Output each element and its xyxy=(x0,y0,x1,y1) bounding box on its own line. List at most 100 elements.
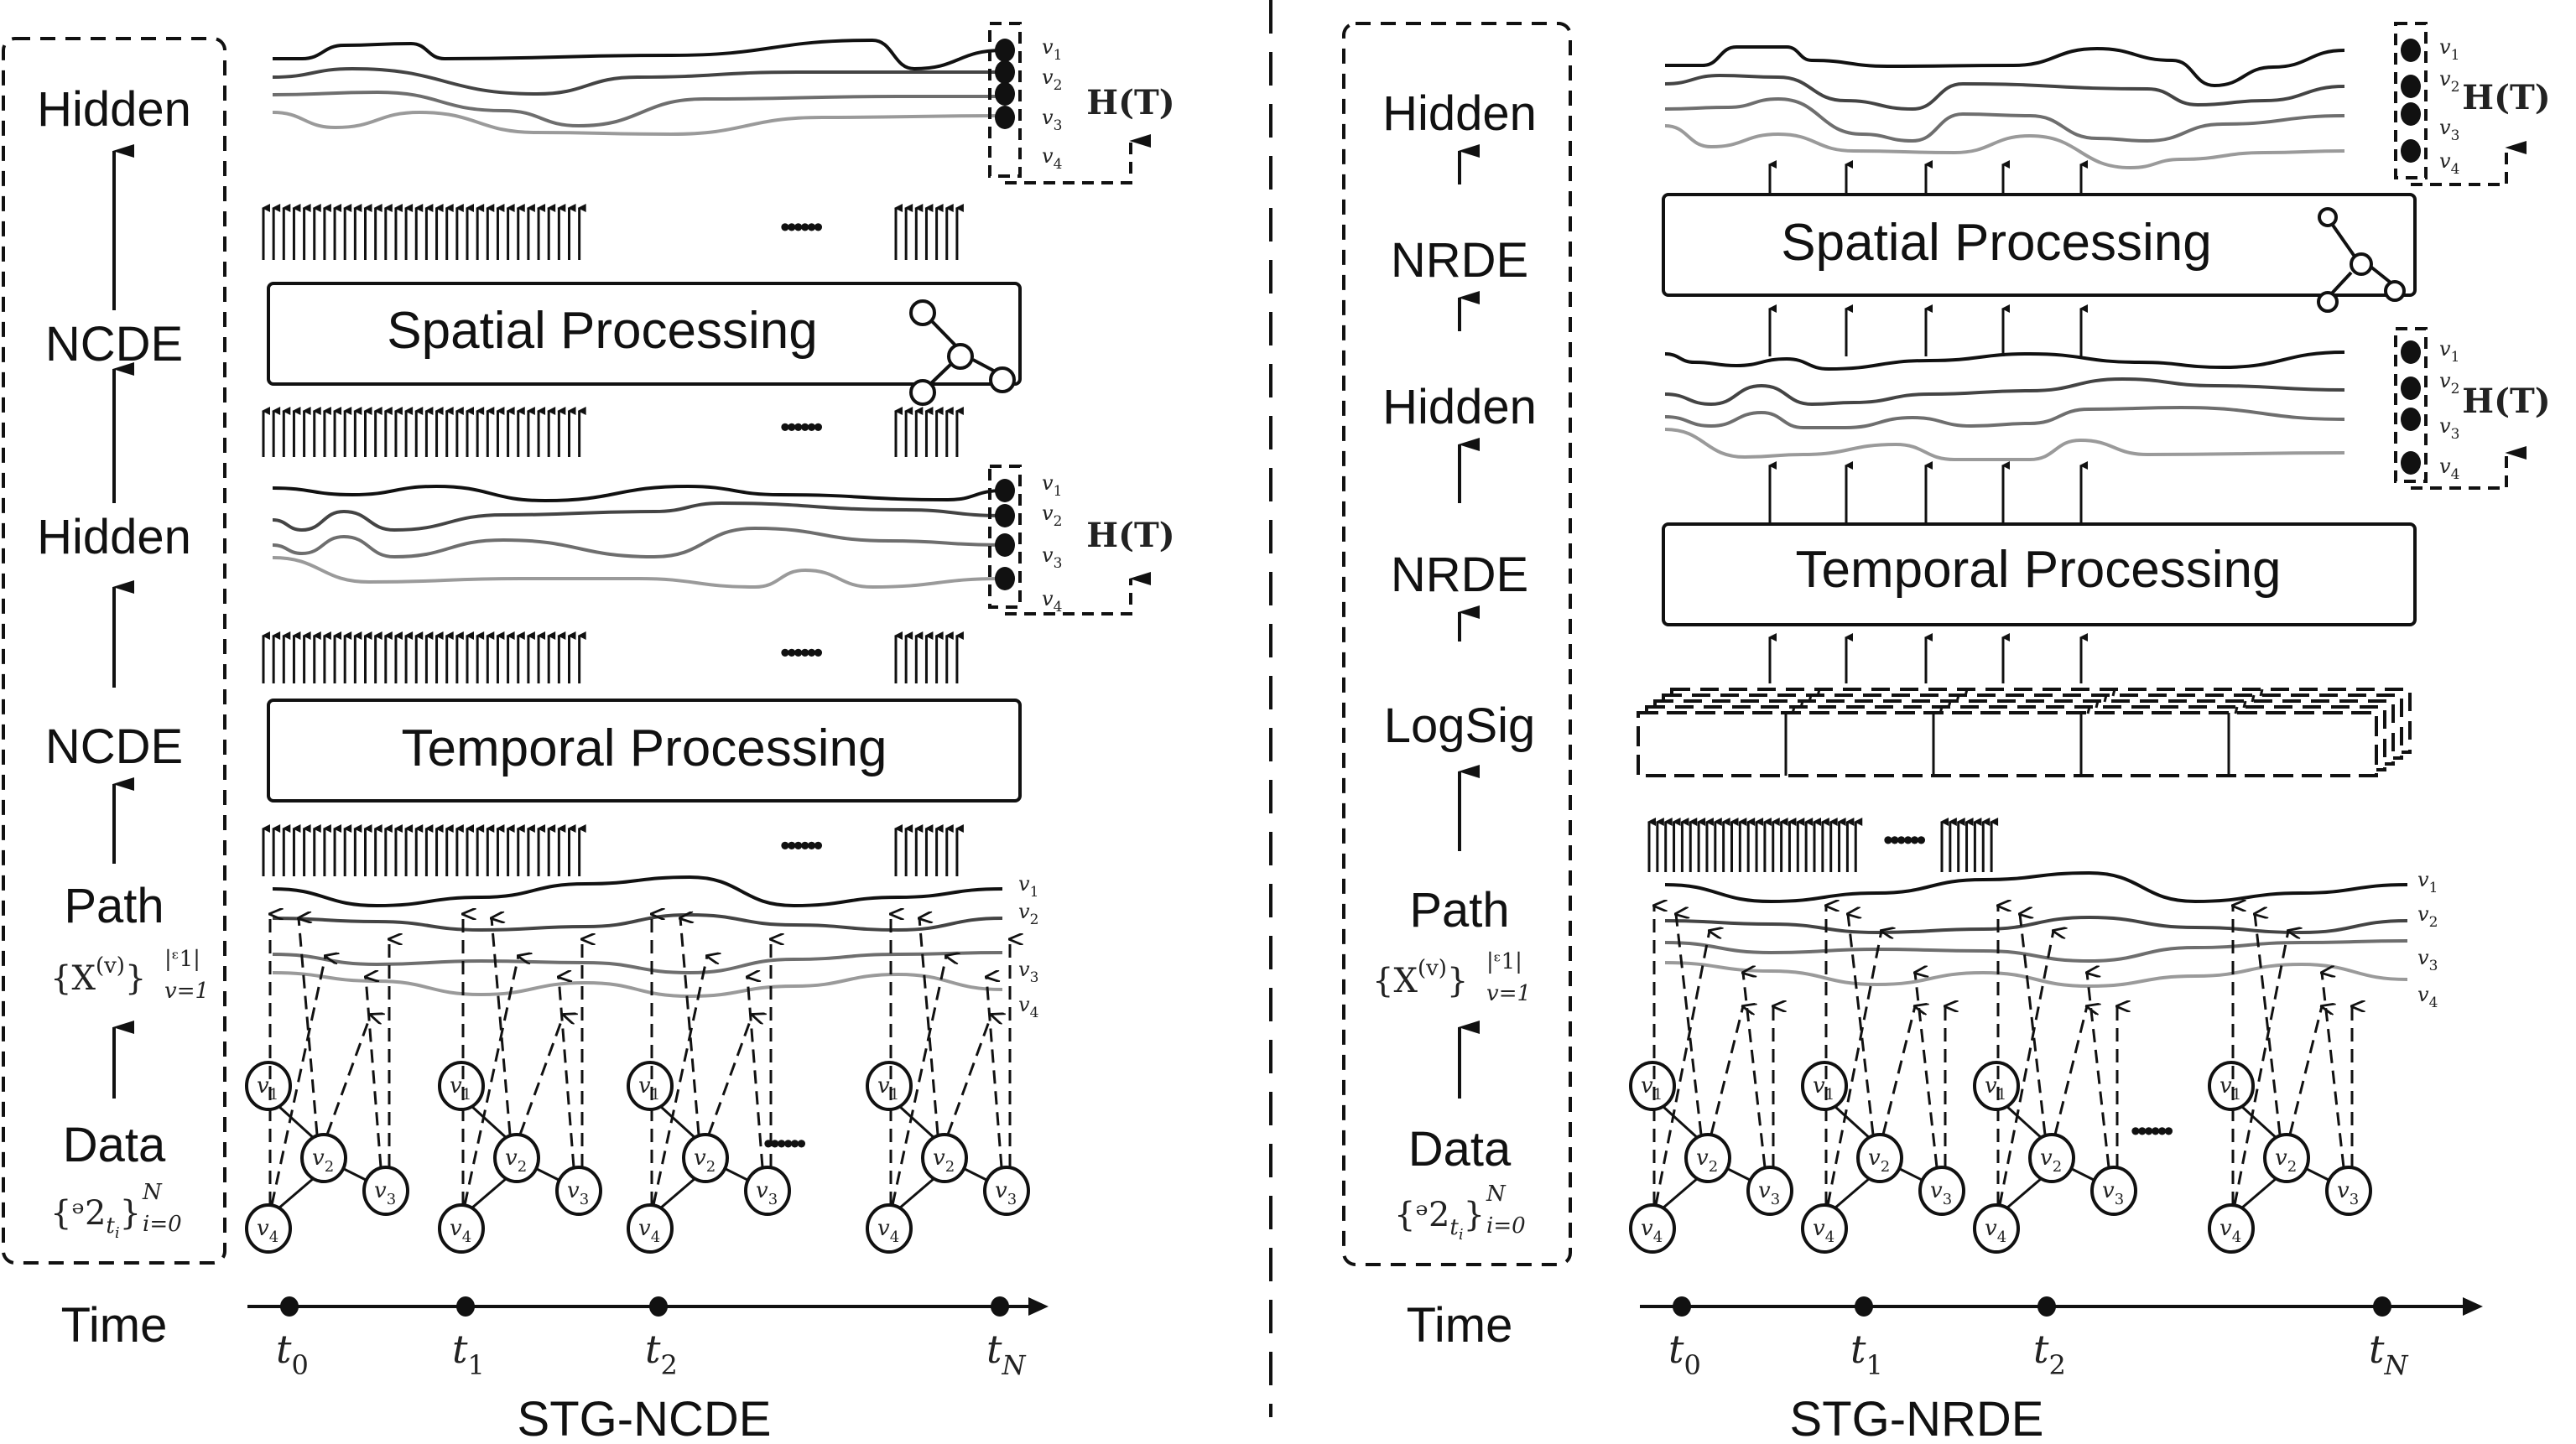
interpolation-arrow xyxy=(680,918,700,1135)
panel-title: STG-NRDE xyxy=(1790,1392,2044,1444)
temporal-processing-box xyxy=(1662,522,2417,626)
time-axis-arrowhead xyxy=(1028,1297,1049,1316)
graph-node-label-v4: v4 xyxy=(877,1216,899,1246)
graph-edge xyxy=(278,1176,315,1210)
graph-node-label-v4: v4 xyxy=(1641,1216,1663,1246)
hidden-curve-v1 xyxy=(1664,351,2345,371)
graph-node-label-v2: v2 xyxy=(933,1145,955,1176)
data-math-upper: N xyxy=(142,1180,163,1205)
graph-node-label-v3: v3 xyxy=(2102,1178,2124,1208)
path-curve-v3 xyxy=(1664,939,2408,964)
graph-node-v1 xyxy=(438,1061,485,1111)
graph-edge xyxy=(534,1166,561,1182)
hidden-state-dot-v4 xyxy=(995,567,1015,590)
graph-node-label-v1: v1 xyxy=(877,1073,899,1104)
graph-node-v4 xyxy=(2208,1203,2255,1254)
time-label-t0: t0 xyxy=(276,1327,309,1381)
data-math-sub: t xyxy=(1449,1215,1459,1240)
interpolation-arrow xyxy=(1826,931,1881,1206)
data-math-sub: t xyxy=(106,1213,115,1239)
graph-node-v3 xyxy=(983,1166,1030,1216)
data-math-subsub: i xyxy=(115,1224,120,1242)
interpolation-arrow xyxy=(270,956,325,1206)
graph-node-v1 xyxy=(245,1061,292,1111)
graph-node-label-v3: v3 xyxy=(1758,1178,1780,1208)
graph-node-v2 xyxy=(682,1133,729,1183)
node-label-v1: v1 xyxy=(1042,35,1062,64)
graph-node-v4 xyxy=(1801,1203,1848,1254)
stage-label-hidden-mid: Hidden xyxy=(1382,380,1537,434)
hidden-state-bracket xyxy=(988,465,1022,609)
logsig-block-divider xyxy=(1955,694,1960,703)
spatial-processing-box xyxy=(1662,193,2417,297)
graph-node-v4 xyxy=(438,1203,485,1254)
logsig-block-divider xyxy=(1964,688,1969,697)
node-label-v4: v4 xyxy=(2439,454,2459,483)
stage-label-nrde-bottom: NRDE xyxy=(1391,548,1528,602)
hidden-state-dot-v3 xyxy=(2401,102,2421,126)
interpolation-arrow xyxy=(891,956,946,1206)
node-label-v4: v4 xyxy=(2439,149,2459,178)
hidden-state-dot-v4 xyxy=(2401,139,2421,163)
time-point xyxy=(2037,1296,2056,1317)
hidden-curve-v4 xyxy=(1664,428,2345,462)
time-point xyxy=(280,1296,299,1317)
node-label-v1: v1 xyxy=(2439,337,2459,366)
graph-node-v3 xyxy=(2325,1166,2372,1216)
graph-node-label-v2: v2 xyxy=(505,1145,527,1176)
path-curve-v1 xyxy=(1664,870,2408,904)
hidden-curve-v4 xyxy=(272,110,1003,137)
graph-node-v4 xyxy=(627,1203,674,1254)
svg-text:{ᵊ2ti}: {ᵊ2ti} xyxy=(50,1194,141,1242)
interpolation-arrow xyxy=(2255,914,2282,1135)
graph-edge xyxy=(723,1166,750,1182)
interpolation-arrow xyxy=(2087,973,2110,1168)
graph-node-v2 xyxy=(300,1133,347,1183)
graph-node-label-v2: v2 xyxy=(2040,1145,2062,1176)
data-math-close: } xyxy=(1464,1196,1485,1234)
graph-edge xyxy=(962,1166,989,1182)
path-curve-v2 xyxy=(1664,915,2408,935)
path-math-sup: (v) xyxy=(96,953,125,979)
interpolation-arrow xyxy=(1710,1006,1743,1135)
graph-edge xyxy=(1833,1104,1873,1141)
logsig-block-divider xyxy=(1947,700,1952,709)
data-math-base: {ᵊ2 xyxy=(1394,1196,1449,1234)
spatial-processing-box xyxy=(267,282,1022,386)
hidden-state-bracket xyxy=(988,22,1022,178)
graph-node-v4 xyxy=(1629,1203,1676,1254)
hidden-state-dot-v2 xyxy=(995,504,1015,527)
path-label-v1: v1 xyxy=(2417,868,2438,896)
graph-node-v1 xyxy=(627,1061,674,1111)
interpolation-arrow xyxy=(652,956,707,1206)
data-math: {ᵊ2ti} N i=0 xyxy=(50,1180,182,1242)
graph-node-label-v1: v1 xyxy=(2220,1073,2241,1104)
hidden-output-label: H(T) xyxy=(2462,382,2550,421)
node-label-v3: v3 xyxy=(2439,414,2459,443)
path-label-v4: v4 xyxy=(1018,993,1038,1021)
graph-edge xyxy=(898,1176,935,1210)
stage-label-ncde-bottom: NCDE xyxy=(45,719,183,774)
graph-node-label-v3: v3 xyxy=(567,1178,589,1208)
graph-edge xyxy=(1834,1176,1871,1210)
graph-edge xyxy=(1662,1176,1699,1210)
interpolation-arrow xyxy=(463,956,518,1206)
output-connector xyxy=(1005,572,1151,616)
logsig-block-divider xyxy=(2086,706,2091,714)
path-label-v3: v3 xyxy=(2417,946,2438,974)
path-math-close: } xyxy=(125,959,146,998)
stage-label-nrde-top: NRDE xyxy=(1391,233,1528,288)
hidden-state-dot-v3 xyxy=(995,533,1015,557)
ellipsis: •••••• xyxy=(2131,1115,2173,1147)
graph-edge xyxy=(659,1176,696,1210)
graph-node-label-v3: v3 xyxy=(1930,1178,1952,1208)
node-label-v2: v2 xyxy=(2439,67,2459,96)
hidden-state-dot-v1 xyxy=(995,39,1015,62)
path-math-upper: |ᵋ1| xyxy=(1486,949,1522,974)
hidden-state-dot-v3 xyxy=(2401,408,2421,431)
node-label-v3: v3 xyxy=(1042,543,1062,572)
graph-node-v3 xyxy=(744,1166,791,1216)
path-label-v2: v2 xyxy=(2417,902,2438,931)
time-label: Time xyxy=(61,1298,168,1353)
